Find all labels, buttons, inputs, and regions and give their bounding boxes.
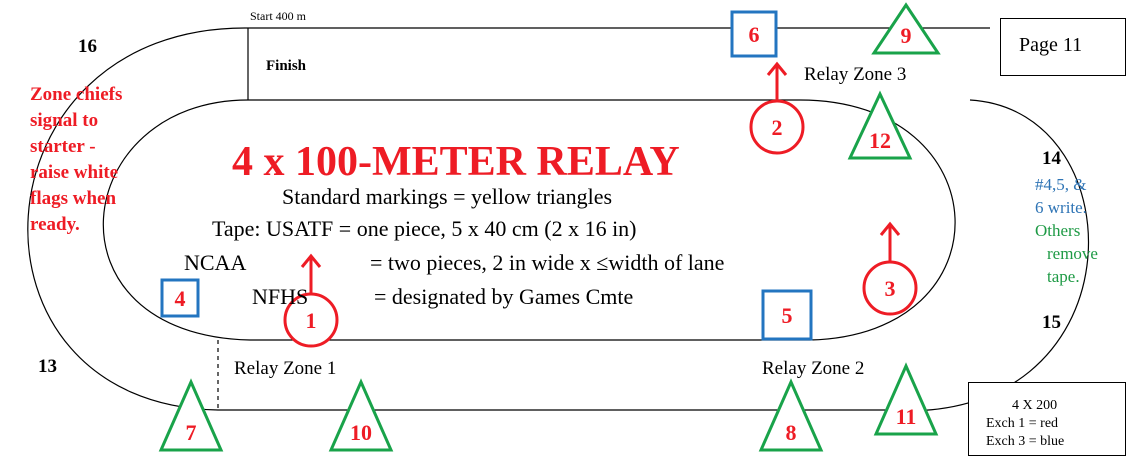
relay-triangle-marker: 7 <box>158 378 224 452</box>
arrow-head-icon <box>879 221 901 236</box>
relay-zone-label: Relay Zone 3 <box>804 64 907 85</box>
note-line: flags when <box>30 188 117 209</box>
writer-square-marker: 5 <box>761 289 813 341</box>
relay-zone-label: Relay Zone 1 <box>234 358 337 379</box>
circle-number: 3 <box>885 276 896 301</box>
relay-triangle-marker: 9 <box>871 2 941 55</box>
triangle-shape <box>871 2 941 55</box>
triangle-number: 10 <box>350 420 372 445</box>
triangle-shape <box>847 90 913 160</box>
relay-triangle-marker: 12 <box>847 90 913 160</box>
square-number: 6 <box>749 22 760 47</box>
tape-ncaa-label: NCAA <box>184 250 247 275</box>
tape-instruction-note: #4,5, & 6 write. Others remove tape. <box>1035 173 1098 288</box>
triangle-number: 12 <box>869 128 891 153</box>
note-line: #4,5, & <box>1035 175 1087 194</box>
curve-number: 13 <box>38 356 57 377</box>
relay-triangle-marker: 8 <box>758 378 824 452</box>
tape-nfhs-label: NFHS <box>252 284 309 309</box>
zone-chiefs-note: Zone chiefs signal to starter - raise wh… <box>30 82 122 238</box>
less-equal-symbol: ≤ <box>596 250 609 275</box>
curve-number: 16 <box>78 36 97 57</box>
start-label: Start 400 m <box>250 9 306 23</box>
tape-ncaa-text: = two pieces, 2 in wide x <box>370 250 597 275</box>
writer-square-marker: 6 <box>730 10 778 58</box>
relay-zone-label: Relay Zone 2 <box>762 358 865 379</box>
triangle-number: 9 <box>901 23 912 48</box>
legend-line: Exch 3 = blue <box>986 434 1065 449</box>
tape-nfhs-line: = designated by Games Cmte <box>374 284 634 309</box>
markings-note: Standard markings = yellow triangles <box>282 184 613 209</box>
square-number: 4 <box>175 286 186 311</box>
tape-ncaa-text-end: width of lane <box>608 250 725 275</box>
note-line: Others <box>1035 221 1081 240</box>
page-label: Page 11 <box>1019 34 1083 56</box>
note-line: remove <box>1047 244 1098 263</box>
circle-number: 1 <box>306 308 317 333</box>
note-line: signal to <box>30 110 99 131</box>
legend-line: Exch 1 = red <box>986 416 1059 431</box>
triangle-number: 7 <box>186 420 197 445</box>
arrow-head-icon <box>300 253 322 268</box>
square-number: 5 <box>782 303 793 328</box>
triangle-shape <box>328 378 394 452</box>
legend-line: 4 X 200 <box>1012 398 1058 413</box>
note-line: starter - <box>30 136 96 157</box>
writer-square-marker: 4 <box>160 278 200 318</box>
circle-number: 2 <box>772 115 783 140</box>
outer-track-line <box>27 27 1089 412</box>
diagram-title: 4 x 100-METER RELAY <box>232 139 680 185</box>
circle-markers: 123 <box>283 61 918 348</box>
triangle-number: 8 <box>786 420 797 445</box>
runner-circle-marker: 2 <box>749 61 805 155</box>
triangle-shape <box>873 362 939 436</box>
curve-number: 15 <box>1042 312 1061 333</box>
note-line: 6 write. <box>1035 198 1087 217</box>
tape-usatf-line: Tape: USATF = one piece, 5 x 40 cm (2 x … <box>212 216 637 241</box>
note-line: ready. <box>30 214 80 235</box>
note-line: Zone chiefs <box>30 84 123 105</box>
square-shape <box>730 10 778 58</box>
curve-number: 14 <box>1042 148 1061 169</box>
square-markers: 4 5 6 <box>160 10 813 341</box>
tape-ncaa-line: = two pieces, 2 in wide x ≤width of lane <box>370 250 724 276</box>
note-line: raise white <box>30 162 119 183</box>
square-shape <box>761 289 813 341</box>
square-shape <box>160 278 200 318</box>
page-label-box <box>1000 18 1126 76</box>
arrow-head-icon <box>766 61 788 76</box>
note-line: tape. <box>1047 267 1080 286</box>
runner-circle-marker: 1 <box>283 253 339 348</box>
runner-circle-marker: 3 <box>862 221 918 316</box>
triangle-shape <box>758 378 824 452</box>
relay-triangle-marker: 10 <box>328 378 394 452</box>
finish-label: Finish <box>266 58 307 74</box>
triangle-number: 11 <box>896 404 917 429</box>
triangle-shape <box>158 378 224 452</box>
relay-triangle-marker: 11 <box>873 362 939 436</box>
